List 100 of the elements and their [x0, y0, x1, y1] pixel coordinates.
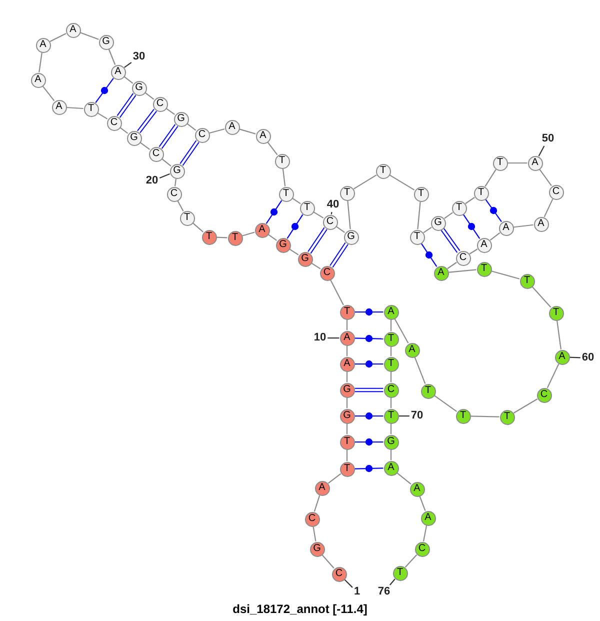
backbone-line — [546, 364, 560, 388]
base-pair-line — [330, 242, 348, 268]
leader-line — [344, 579, 353, 588]
backbone-line — [448, 269, 476, 273]
backbone-line — [336, 226, 345, 233]
backbone-line — [513, 398, 538, 414]
backbone-line — [268, 234, 277, 241]
backbone-line — [186, 123, 196, 131]
backbone-line — [491, 270, 520, 280]
base-pair-line — [485, 199, 502, 222]
base-pair-line — [116, 92, 136, 118]
leader-line — [570, 356, 580, 358]
base-pair-line — [354, 441, 384, 443]
backbone-line — [470, 416, 500, 418]
backbone-line — [389, 174, 415, 190]
base-pair-line — [354, 311, 384, 313]
backbone-line — [353, 174, 377, 190]
backbone-line — [346, 398, 348, 408]
backbone-line — [539, 169, 552, 186]
backbone-line — [346, 450, 348, 462]
backbone-line — [166, 108, 175, 115]
backbone-line — [346, 372, 348, 382]
backbone-line — [239, 128, 256, 134]
backbone-line — [80, 32, 99, 40]
backbone-line — [394, 318, 409, 344]
backbone-line — [390, 372, 392, 382]
leader-line — [328, 337, 340, 339]
position-number: 60 — [582, 352, 594, 364]
backbone-line — [311, 262, 321, 270]
base-pair-line — [180, 140, 200, 166]
base-pair-line — [354, 363, 384, 365]
backbone-line — [312, 526, 316, 542]
backbone-line — [282, 168, 286, 186]
leader-line — [398, 415, 410, 417]
backbone-line — [174, 178, 177, 186]
leader-line — [538, 146, 545, 156]
backbone-line — [390, 320, 392, 332]
backbone-line — [465, 196, 475, 204]
base-pair-line — [158, 124, 178, 150]
position-number: 20 — [146, 176, 158, 186]
backbone-line — [484, 169, 496, 187]
base-pair-line — [440, 228, 460, 254]
backbone-line — [556, 320, 562, 350]
leader-line — [389, 578, 396, 586]
backbone-line — [38, 52, 42, 72]
backbone-line — [120, 127, 128, 134]
backbone-line — [267, 142, 278, 156]
backbone-line — [508, 162, 528, 164]
backbone-line — [422, 526, 428, 542]
backbone-line — [314, 495, 320, 512]
backbone-line — [414, 357, 426, 384]
backbone-line — [390, 450, 392, 460]
backbone-line — [346, 346, 348, 356]
position-number: 1 — [354, 586, 360, 598]
position-number: 70 — [410, 410, 424, 422]
leader-line — [159, 173, 170, 178]
backbone-line — [390, 424, 392, 434]
backbone-line — [108, 49, 116, 65]
backbone-line — [347, 200, 351, 230]
base-pair-line — [354, 468, 384, 470]
position-number: 76 — [378, 586, 390, 598]
base-pair-line — [420, 243, 438, 267]
position-number: 40 — [326, 200, 340, 210]
backbone-line — [97, 112, 108, 120]
backbone-line — [124, 76, 134, 84]
backbone-line — [313, 212, 324, 218]
backbone-line — [209, 128, 225, 134]
backbone-line — [66, 106, 84, 110]
backbone-line — [330, 280, 344, 306]
backbone-line — [417, 202, 421, 230]
backbone-line — [177, 200, 184, 212]
backbone-line — [396, 472, 412, 485]
backbone-line — [404, 554, 418, 568]
base-pair-line — [354, 338, 384, 340]
backbone-line — [346, 320, 348, 330]
backbone-line — [162, 158, 172, 167]
base-pair-line — [136, 108, 158, 134]
base-pair-line — [95, 78, 114, 104]
base-pair-line — [354, 415, 384, 417]
backbone-line — [444, 212, 453, 219]
backbone-line — [144, 92, 154, 100]
position-number: 50 — [542, 134, 554, 144]
backbone-line — [328, 473, 342, 484]
backbone-line — [216, 236, 228, 238]
backbone-line — [544, 198, 554, 218]
base-pair-line — [308, 227, 328, 254]
leader-line — [124, 62, 132, 68]
backbone-line — [390, 398, 392, 408]
position-number: 30 — [132, 52, 146, 62]
backbone-line — [434, 395, 457, 412]
backbone-line — [50, 33, 66, 42]
backbone-line — [419, 496, 426, 511]
backbone-line — [469, 248, 478, 254]
base-pair-line — [266, 200, 282, 224]
backbone-line — [346, 424, 348, 434]
backbone-line — [447, 262, 457, 270]
backbone-line — [292, 198, 301, 204]
backbone-line — [192, 222, 204, 232]
backbone-line — [390, 346, 392, 356]
backbone-line — [514, 224, 534, 228]
